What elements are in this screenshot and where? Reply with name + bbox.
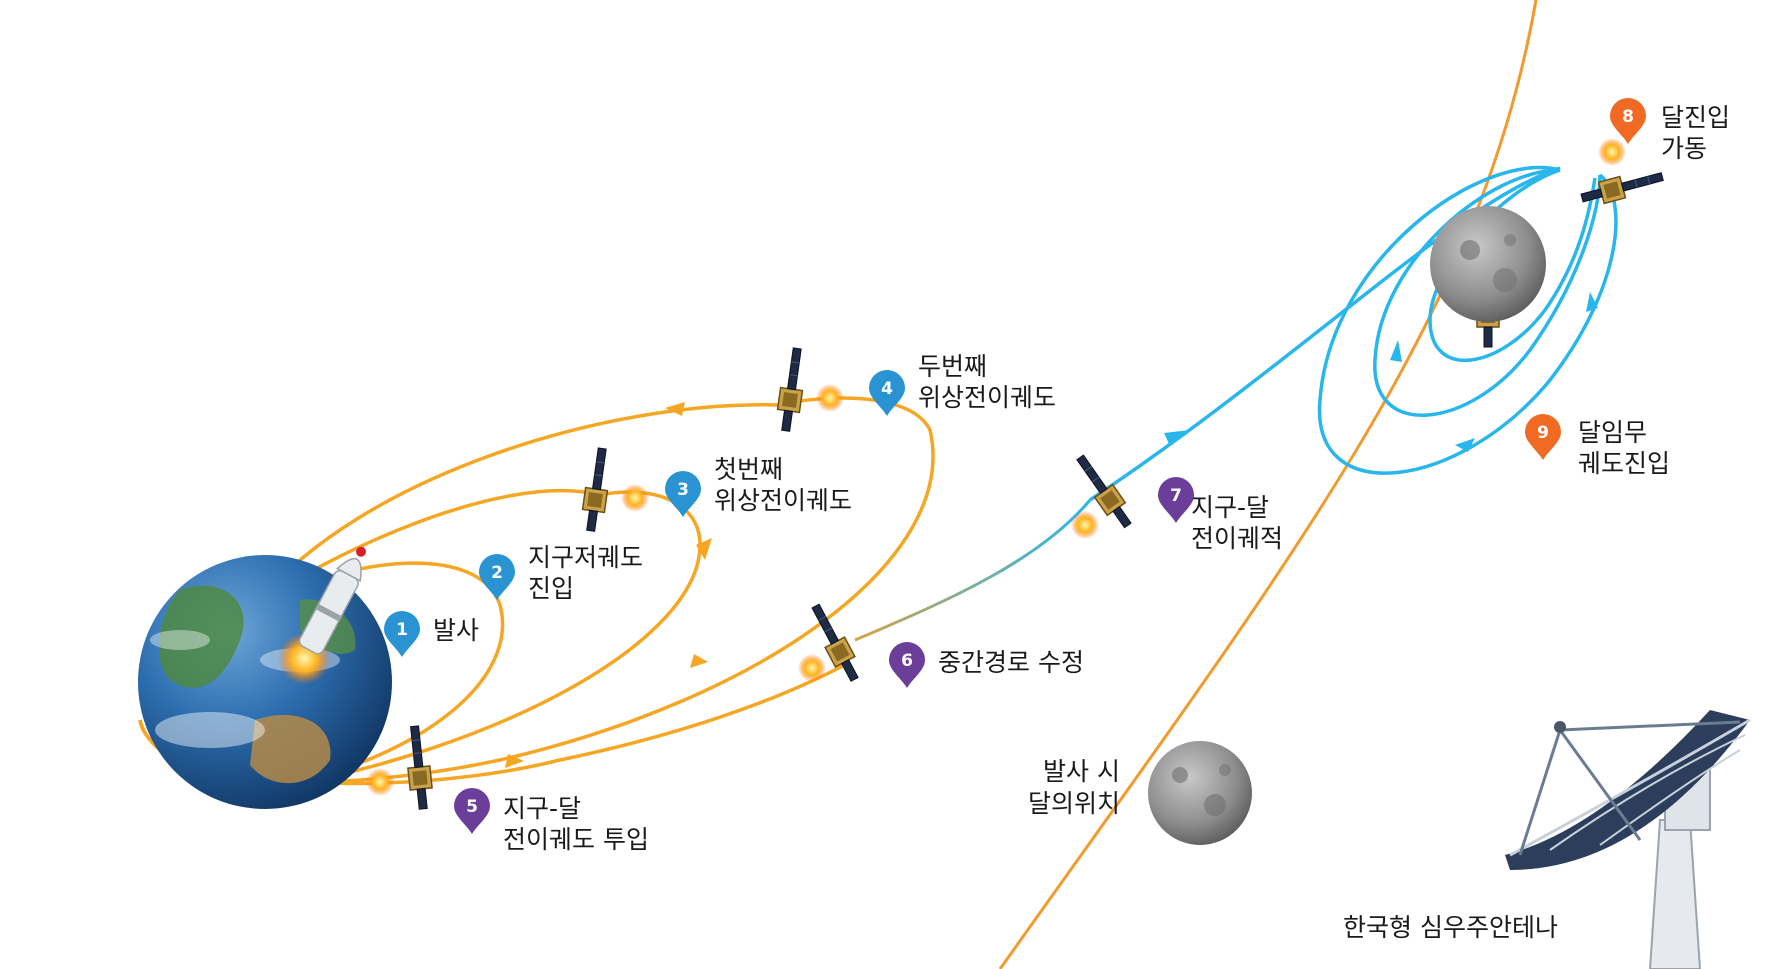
moon-icon	[1430, 206, 1546, 322]
transfer-arrow	[1164, 430, 1190, 446]
step-4-label: 두번째	[918, 352, 987, 381]
step-4-marker: 4	[869, 370, 905, 416]
satellite-icon	[366, 724, 435, 811]
orbit-direction-arrow	[505, 754, 524, 768]
rocket-icon	[278, 546, 366, 685]
orbit-direction-arrow	[665, 402, 685, 416]
dish-antenna-icon	[1505, 710, 1751, 969]
step-number: 9	[1537, 423, 1549, 443]
moon-at-launch-label-line2: 달의위치	[1028, 789, 1120, 818]
step-7-label: 지구-달	[1191, 493, 1269, 522]
step-5-marker: 5	[454, 788, 490, 834]
step-9-label: 달임무	[1578, 418, 1647, 447]
antenna-label: 한국형 심우주안테나	[1343, 913, 1558, 942]
step-number: 5	[466, 797, 478, 817]
orbit-direction-arrow	[696, 538, 712, 560]
step-7-marker: 7	[1158, 477, 1194, 523]
step-9-marker: 9	[1525, 414, 1561, 460]
earth-orbit-path	[138, 396, 935, 784]
moon-at-launch-label-line1: 발사 시	[1043, 757, 1120, 786]
step-2-label: 진입	[528, 574, 574, 603]
step-2-marker: 2	[479, 554, 515, 600]
step-3-marker: 3	[665, 471, 701, 517]
step-number: 4	[881, 379, 893, 399]
earth-orbit-path	[264, 561, 505, 792]
step-number: 6	[901, 651, 913, 671]
orbit-direction-arrow	[1586, 292, 1598, 312]
step-number: 7	[1170, 486, 1182, 506]
step-2-label: 지구저궤도	[528, 543, 643, 572]
step-4-label: 위상전이궤도	[918, 383, 1056, 412]
step-8-label: 달진입	[1661, 103, 1730, 132]
step-7-label: 전이궤적	[1191, 524, 1283, 553]
step-5-label: 지구-달	[503, 794, 581, 823]
moon-icon	[1148, 741, 1252, 845]
orbit-direction-arrow	[1390, 340, 1402, 362]
step-number: 2	[491, 563, 503, 583]
step-number: 8	[1622, 107, 1634, 127]
step-number: 1	[396, 620, 408, 640]
orbit-direction-arrow	[1455, 438, 1475, 452]
satellite-icon	[798, 600, 866, 686]
step-9-label: 궤도진입	[1578, 449, 1670, 478]
satellite-icon	[1070, 450, 1138, 539]
lunar-orbit-path	[1317, 165, 1618, 475]
step-5-label: 전이궤도 투입	[503, 825, 649, 854]
satellite-icon	[1578, 138, 1666, 210]
step-1-marker: 1	[384, 611, 420, 657]
step-number: 3	[677, 480, 689, 500]
mid-course-path	[854, 499, 1092, 642]
satellite-icon	[774, 346, 844, 433]
step-6-label: 중간경로 수정	[938, 648, 1084, 677]
step-8-label: 가동	[1661, 134, 1707, 163]
orbit-direction-arrow	[690, 654, 708, 668]
step-3-label: 위상전이궤도	[714, 486, 852, 515]
step-6-marker: 6	[889, 642, 925, 688]
step-8-marker: 8	[1610, 98, 1646, 144]
satellite-icon	[579, 446, 649, 533]
step-1-label: 발사	[433, 616, 479, 645]
moon-orbit-path	[998, 0, 1538, 969]
step-3-label: 첫번째	[714, 455, 783, 484]
